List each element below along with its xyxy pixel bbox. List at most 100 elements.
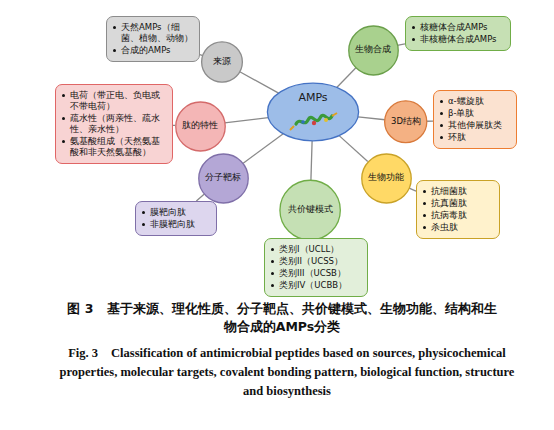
bullet-dot	[440, 136, 443, 139]
item-text: β-单肽	[448, 108, 475, 118]
list-item: 核糖体合成AMPs	[411, 22, 505, 33]
item-text: 膜靶向肽	[150, 207, 186, 217]
category-label: 肽的特性	[182, 120, 218, 132]
bullet-dot	[62, 140, 65, 143]
detail-box: 抗细菌肽抗真菌肽抗病毒肽杀虫肽	[416, 180, 500, 239]
bullet-dot	[271, 272, 274, 275]
category-circle: 3D结构	[384, 100, 427, 143]
bullet-dot	[440, 124, 443, 127]
item-text: 环肽	[448, 132, 466, 142]
category-label: 分子靶标	[205, 172, 241, 184]
connector-line	[339, 136, 368, 162]
list-item: 合成的AMPs	[112, 45, 194, 56]
list-item: 抗病毒肽	[422, 210, 494, 221]
center-ellipse: AMPs	[266, 82, 360, 142]
bullet-dot	[142, 223, 145, 226]
category-circle: 来源	[201, 41, 243, 83]
detail-box: 核糖体合成AMPs 非核糖体合成AMPs	[405, 16, 511, 51]
list-item: α-螺旋肽	[439, 96, 511, 107]
item-text: 类别IV（UCBB）	[279, 280, 347, 290]
bullet-dot	[423, 226, 426, 229]
category-circle: 肽的特性	[175, 101, 226, 152]
list-item: 抗真菌肽	[422, 198, 494, 209]
bullet-dot	[62, 117, 65, 120]
category-label: 3D结构	[391, 116, 421, 128]
node-outline-shape	[361, 154, 410, 203]
item-text: 其他伸展肽类	[448, 120, 502, 130]
category-label: 共价键模式	[288, 204, 333, 216]
list-item: 杀虫肽	[422, 222, 494, 233]
category-label: 生物合成	[355, 44, 391, 56]
connector-line	[243, 134, 283, 164]
item-text: 类别I（UCLL）	[279, 244, 339, 254]
center-label: AMPs	[298, 91, 327, 104]
node-outline-shape	[385, 101, 427, 143]
item-text: 核糖体合成AMPs	[420, 22, 488, 32]
list-item: 非膜靶向肽	[141, 219, 211, 230]
bullet-dot	[142, 211, 145, 214]
bullet-dot	[423, 214, 426, 217]
node-outline-shape	[202, 42, 243, 82]
node-outline-shape	[267, 83, 358, 141]
bullet-dot	[440, 112, 443, 115]
item-text: 杀虫肽	[431, 222, 458, 232]
category-circle: 共价键模式	[279, 179, 341, 241]
connector-line	[358, 117, 385, 120]
item-text: 类别II（UCSS）	[279, 256, 343, 266]
item-text: 疏水性（两亲性、疏水性、亲水性）	[70, 113, 160, 134]
item-text: 类别III（UCSB）	[279, 268, 346, 278]
bullet-dot	[271, 248, 274, 251]
node-outline-shape	[348, 26, 397, 75]
list-item: 其他伸展肽类	[439, 120, 511, 131]
connector-line	[240, 72, 279, 93]
item-text: 抗真菌肽	[431, 198, 467, 208]
list-item: 电荷（带正电、负电或不带电荷）	[61, 90, 167, 112]
detail-box: 天然AMPs（细菌、植物、动物） 合成的AMPs	[106, 16, 200, 62]
bullet-dot	[440, 100, 443, 103]
item-text: 合成的AMPs	[121, 45, 171, 55]
connector-line	[225, 118, 269, 123]
connector-line	[409, 188, 416, 191]
item-text: 氨基酸组成（天然氨基酸和非天然氨基酸）	[70, 136, 160, 157]
peptide-part	[290, 113, 337, 130]
connector-line	[397, 44, 405, 45]
peptide-part	[324, 118, 328, 122]
list-item: 天然AMPs（细菌、植物、动物）	[112, 22, 194, 44]
node-outline-shape	[198, 154, 247, 203]
peptide-part	[312, 121, 316, 125]
item-text: 电荷（带正电、负电或不带电荷）	[70, 90, 160, 111]
category-circle: 生物合成	[348, 25, 399, 76]
node-outline-shape	[280, 180, 340, 240]
list-item: 环肽	[439, 132, 511, 143]
figure-caption-en: Fig. 3 Classification of antimicrobial p…	[52, 344, 522, 401]
connector-line	[196, 194, 204, 201]
list-item: 类别III（UCSB）	[270, 268, 362, 279]
category-label: 来源	[213, 56, 231, 68]
list-item: 类别II（UCSS）	[270, 256, 362, 267]
detail-box: 膜靶向肽非膜靶向肽	[135, 201, 217, 236]
detail-box: 电荷（带正电、负电或不带电荷）疏水性（两亲性、疏水性、亲水性）氨基酸组成（天然氨…	[55, 84, 173, 164]
figure-caption: 图 3 基于来源、理化性质、分子靶点、共价键模式、生物功能、结构和生物合成的AM…	[62, 300, 502, 336]
list-item: 抗细菌肽	[422, 186, 494, 197]
bullet-dot	[412, 26, 415, 29]
item-text: 非核糖体合成AMPs	[420, 34, 497, 44]
bullet-dot	[271, 284, 274, 287]
item-text: 天然AMPs（细菌、植物、动物）	[121, 22, 193, 43]
list-item: 类别I（UCLL）	[270, 244, 362, 255]
category-circle: 生物功能	[361, 153, 412, 204]
node-outline-shape	[175, 102, 224, 151]
list-item: β-单肽	[439, 108, 511, 119]
bullet-dot	[423, 190, 426, 193]
item-text: α-螺旋肽	[448, 96, 484, 106]
connector-line	[337, 68, 356, 88]
bullet-dot	[423, 202, 426, 205]
bullet-dot	[271, 260, 274, 263]
connector-line	[311, 141, 312, 180]
list-item: 非核糖体合成AMPs	[411, 34, 505, 45]
item-text: 非膜靶向肽	[150, 219, 195, 229]
item-text: 抗细菌肽	[431, 186, 467, 196]
item-text: 抗病毒肽	[431, 210, 467, 220]
peptide-part	[301, 120, 305, 124]
list-item: 氨基酸组成（天然氨基酸和非天然氨基酸）	[61, 136, 167, 158]
